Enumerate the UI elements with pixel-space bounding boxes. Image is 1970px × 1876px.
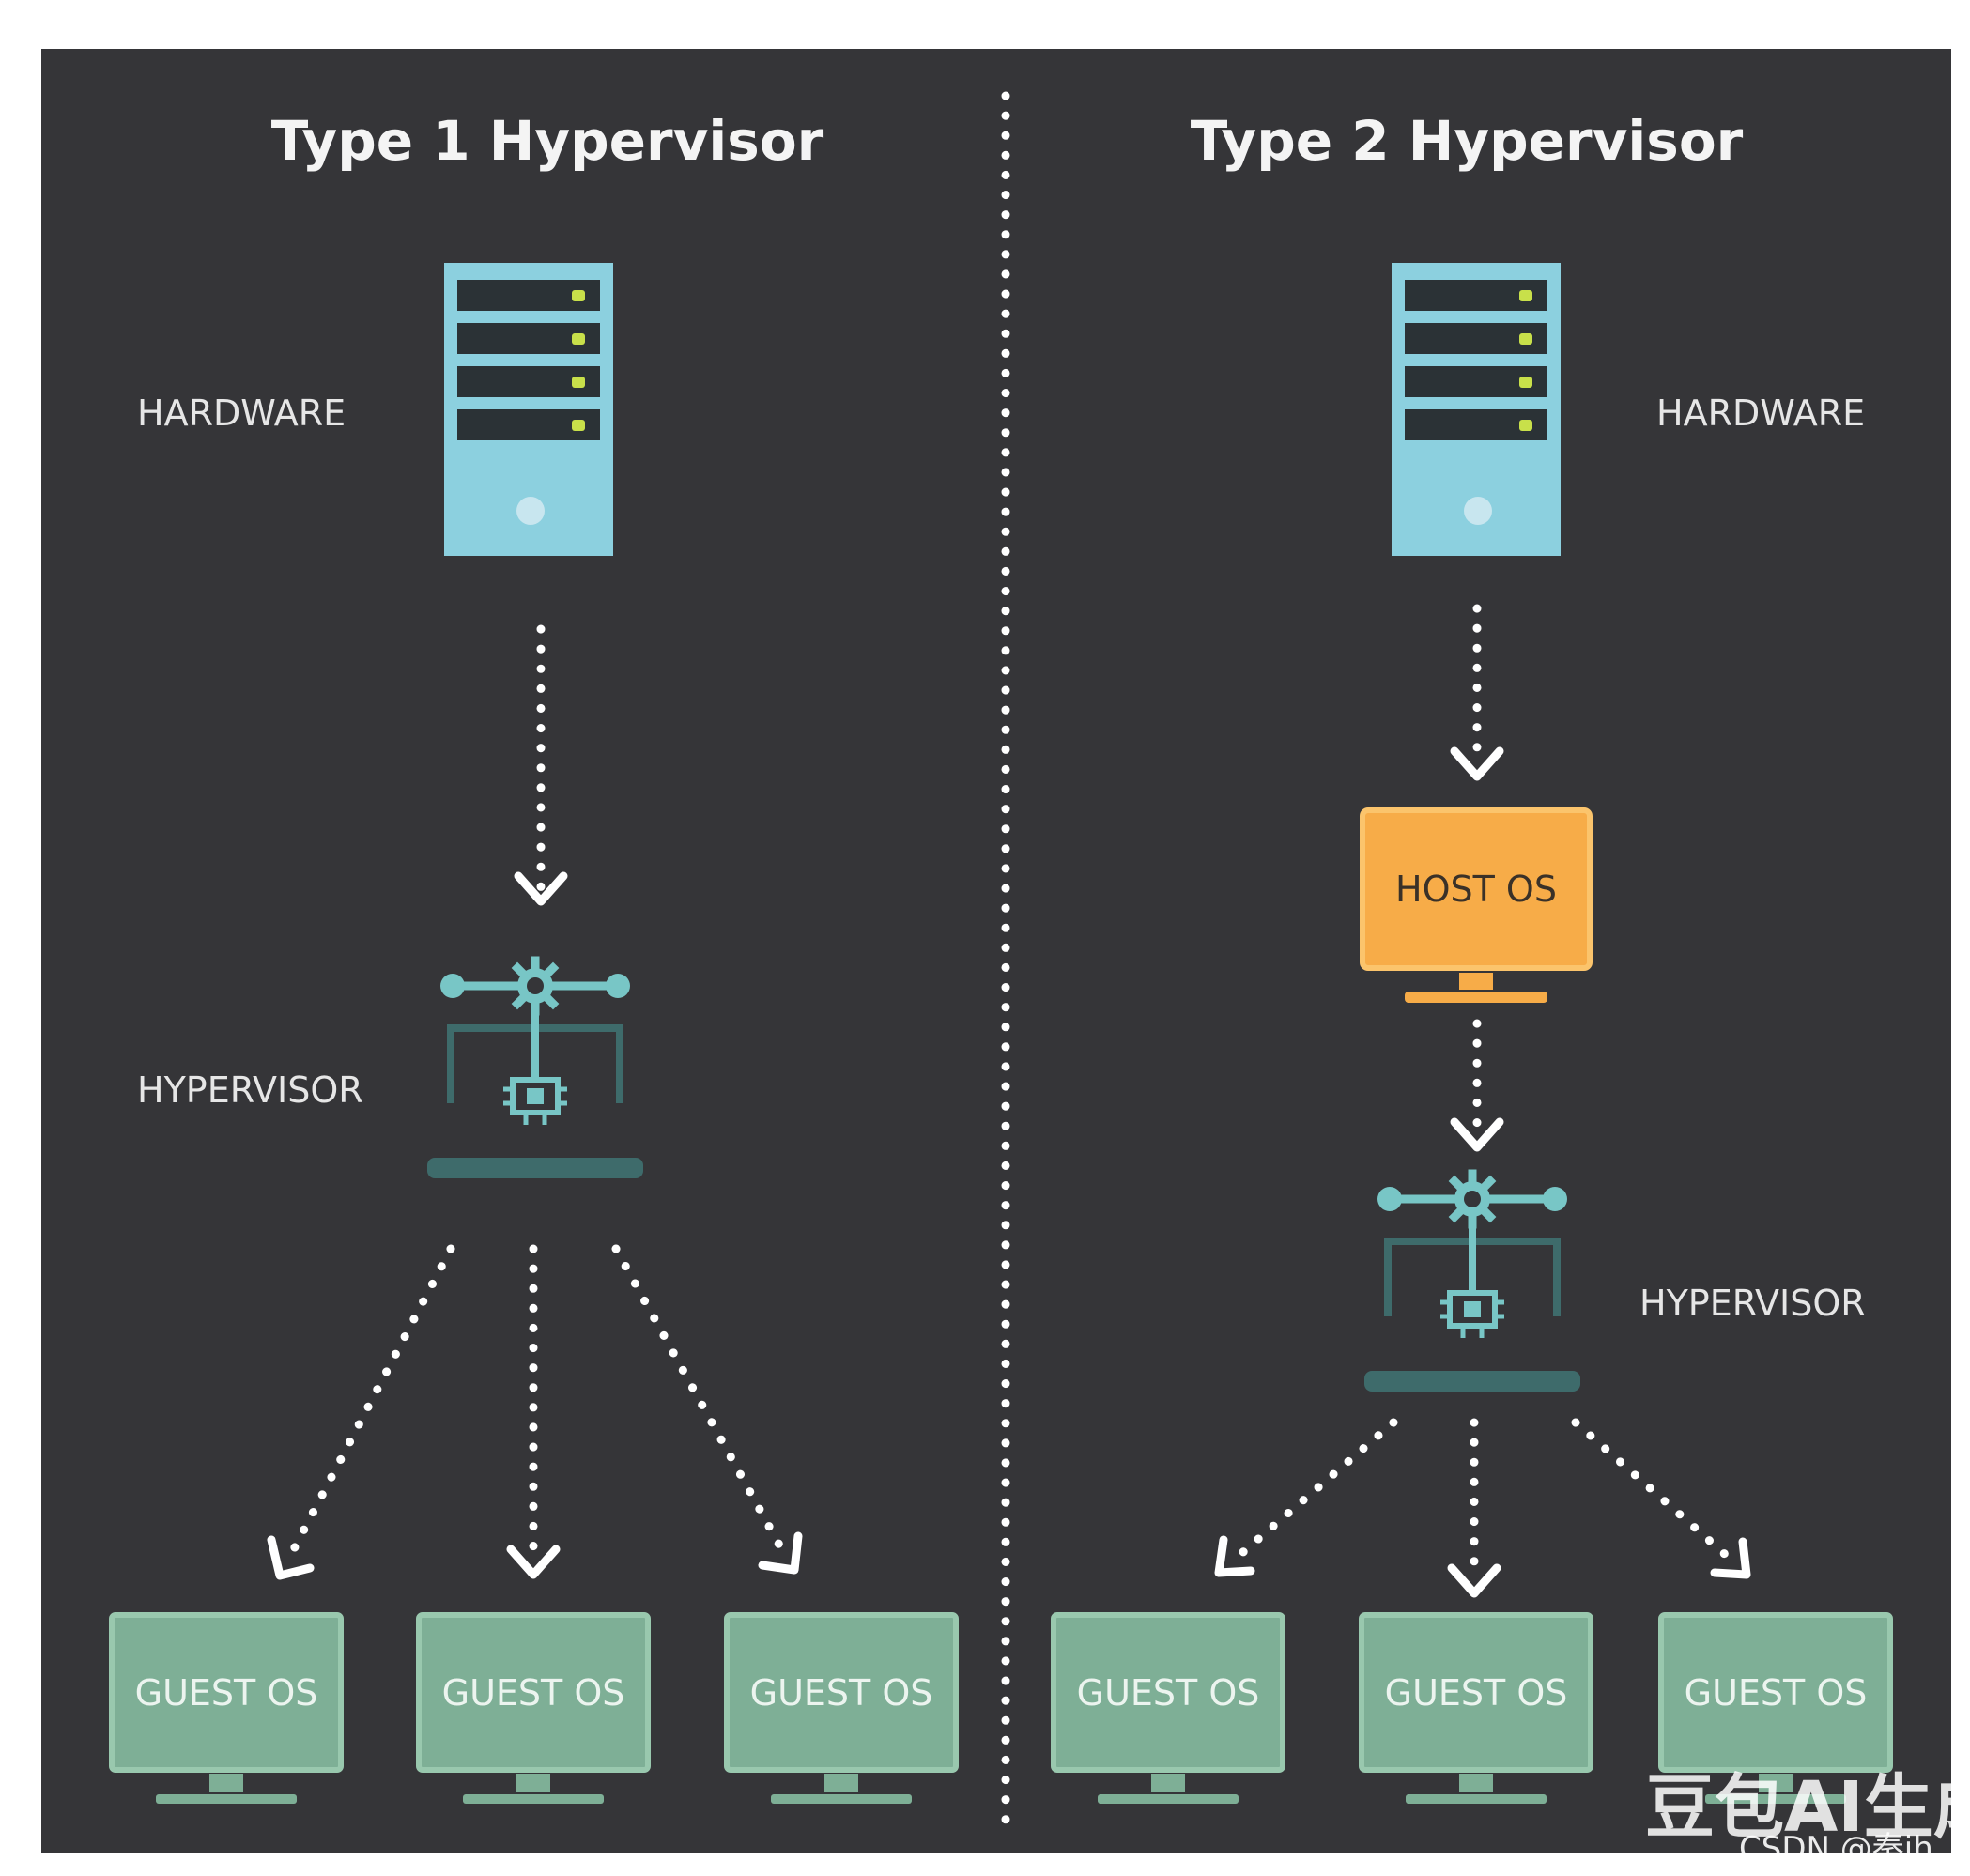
- type2-host-os-label: HOST OS: [1395, 869, 1557, 910]
- type1-guest-os-1-label: GUEST OS: [135, 1672, 318, 1714]
- type1-section: Type 1 Hypervisor HARDWARE HYPERVISOR GU…: [112, 109, 956, 1804]
- type1-hypervisor-to-guest2-arrow: [506, 1244, 561, 1579]
- watermark-brand: 豆包AI生成: [1645, 1767, 1970, 1848]
- type2-title: Type 2 Hypervisor: [1191, 109, 1744, 173]
- watermark: 豆包AI生成 CSDN @秦jh_: [1645, 1767, 1970, 1868]
- type1-hypervisor-to-guest1-arrow: [267, 1244, 455, 1580]
- type2-hypervisor-to-guest2-arrow: [1447, 1418, 1501, 1598]
- type2-guest-os-2-label: GUEST OS: [1385, 1672, 1568, 1714]
- type1-hardware-label: HARDWARE: [137, 392, 346, 434]
- type1-guest-os-3-label: GUEST OS: [750, 1672, 933, 1714]
- type1-hardware-to-hypervisor-arrow: [514, 624, 568, 906]
- type2-hypervisor-label: HYPERVISOR: [1639, 1283, 1866, 1324]
- type2-hypervisor-to-guest1-arrow: [1214, 1418, 1398, 1577]
- type1-hardware-server-icon: [444, 263, 613, 556]
- type2-hardware-label: HARDWARE: [1656, 392, 1865, 434]
- type1-guest-os-2-label: GUEST OS: [442, 1672, 625, 1714]
- type2-host-os: HOST OS: [1362, 810, 1590, 1003]
- type1-guest-os-1: GUEST OS: [112, 1615, 341, 1804]
- type1-title: Type 1 Hypervisor: [271, 109, 824, 173]
- type2-guest-os-3: GUEST OS: [1661, 1615, 1890, 1804]
- type2-guest-os-1-label: GUEST OS: [1077, 1672, 1260, 1714]
- type2-hardware-server-icon: [1392, 263, 1561, 556]
- type2-guest-os-3-label: GUEST OS: [1685, 1672, 1868, 1714]
- type2-hardware-to-host-os-arrow: [1450, 604, 1504, 781]
- type2-guest-os-2: GUEST OS: [1362, 1615, 1591, 1804]
- type1-hypervisor-to-guest3-arrow: [611, 1244, 803, 1575]
- watermark-credit: CSDN @秦jh_: [1739, 1830, 1950, 1868]
- type1-guest-os-3: GUEST OS: [727, 1615, 956, 1804]
- type2-hypervisor-to-guest3-arrow: [1571, 1418, 1751, 1579]
- type1-guest-os-2: GUEST OS: [419, 1615, 648, 1804]
- type2-guest-os-1: GUEST OS: [1054, 1615, 1283, 1804]
- type1-hypervisor-label: HYPERVISOR: [137, 1069, 363, 1111]
- type2-host-os-to-hypervisor-arrow: [1450, 1019, 1504, 1152]
- diagram-background: [41, 49, 1951, 1853]
- type2-section: Type 2 Hypervisor HARDWARE HOST OS HYPER…: [1054, 109, 1890, 1804]
